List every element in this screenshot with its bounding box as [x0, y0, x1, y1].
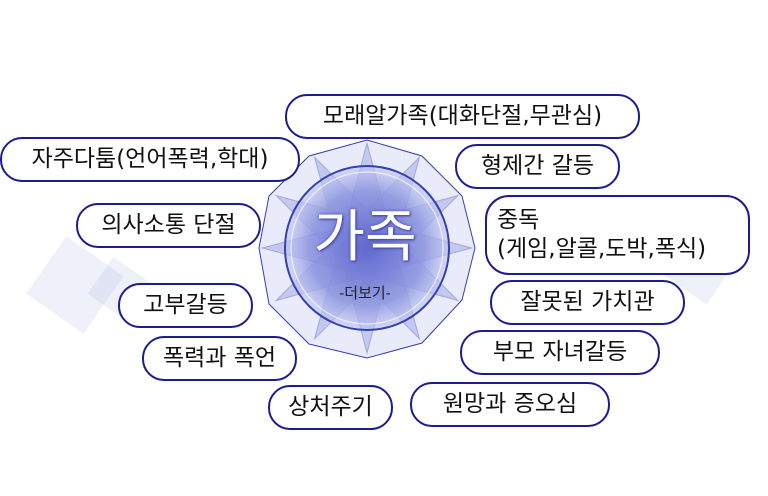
- node-communication-breakdown[interactable]: 의사소통 단절: [76, 203, 261, 248]
- node-label: 모래알가족(대화단절,무관심): [322, 103, 603, 130]
- hub-inner-ring: [290, 171, 444, 325]
- node-label: 폭력과 폭언: [162, 345, 277, 372]
- node-label-line-2: (게임,알콜,도박,폭식): [497, 236, 707, 262]
- node-label-line-1: 중독: [497, 207, 540, 234]
- node-resentment[interactable]: 원망과 증오심: [410, 382, 610, 427]
- node-sand-family[interactable]: 모래알가족(대화단절,무관심): [285, 94, 640, 139]
- node-violence[interactable]: 폭력과 폭언: [142, 336, 297, 381]
- node-sibling-conflict[interactable]: 형제간 갈등: [455, 144, 620, 189]
- node-parent-child-conflict[interactable]: 부모 자녀갈등: [460, 330, 660, 375]
- node-label: 의사소통 단절: [101, 212, 236, 239]
- node-label: 형제간 갈등: [480, 153, 595, 180]
- hub-circle: [284, 165, 450, 331]
- hub-title: 가족: [313, 205, 417, 270]
- node-in-law-conflict[interactable]: 고부갈등: [118, 283, 253, 328]
- node-addiction[interactable]: 중독 (게임,알콜,도박,폭식): [485, 195, 750, 275]
- more-link[interactable]: -더보기-: [339, 284, 391, 302]
- node-wrong-values[interactable]: 잘못된 가치관: [490, 280, 685, 325]
- node-label: 자주다툼(언어폭력,학대): [31, 146, 269, 173]
- node-frequent-fights[interactable]: 자주다툼(언어폭력,학대): [0, 137, 300, 182]
- node-label: 잘못된 가치관: [520, 289, 655, 316]
- node-hurting[interactable]: 상처주기: [268, 385, 393, 430]
- node-label: 부모 자녀갈등: [492, 339, 628, 366]
- node-label: 상처주기: [288, 394, 373, 421]
- node-label: 고부갈등: [143, 292, 228, 319]
- node-label: 원망과 증오심: [442, 391, 578, 418]
